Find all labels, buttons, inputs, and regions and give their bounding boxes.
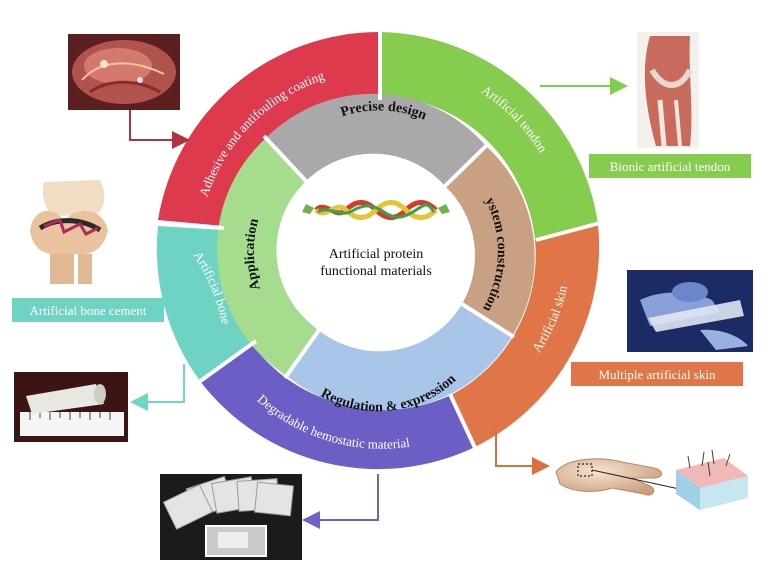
inner-label-application: Application <box>243 217 264 292</box>
inner-segment-system-construction <box>445 146 535 336</box>
callout-bone-cement-text: Artificial bone cement <box>30 303 147 318</box>
inner-segment-precise-design <box>266 93 486 186</box>
callout-box-tendon <box>589 154 751 178</box>
segment-hemostatic <box>200 342 475 470</box>
arrow-skin <box>495 426 550 475</box>
photo-hemostatic <box>160 474 302 560</box>
photo-bone-cement <box>20 176 116 288</box>
photo-skin <box>627 270 753 352</box>
center-title-line1: Artificial protein <box>329 247 423 262</box>
photo-bone-implant <box>14 372 128 442</box>
segment-tendon <box>380 32 598 240</box>
segment-skin <box>451 224 600 447</box>
arrow-bone <box>130 364 185 411</box>
center-title-line2: functional materials <box>320 264 432 279</box>
photo-coating <box>68 34 180 110</box>
callout-box-skin <box>571 362 743 386</box>
arrow-coating <box>129 110 190 149</box>
inner-label-application-text: Application <box>243 217 264 292</box>
photo-tendon <box>637 32 699 148</box>
inner-segment-application <box>216 138 319 376</box>
segment-bone <box>156 226 255 381</box>
callout-box-bone-cement <box>12 298 164 322</box>
callout-skin-text: Multiple artificial skin <box>599 367 716 382</box>
callout-tendon-text: Bionic artificial tendon <box>610 159 731 174</box>
arrow-hemostatic <box>302 474 379 529</box>
inner-segment-regulation <box>287 304 512 411</box>
hand-skin-illustration <box>555 449 748 510</box>
protein-helix-icon <box>302 200 450 220</box>
segment-separators <box>155 30 601 451</box>
segment-coating <box>158 31 380 226</box>
